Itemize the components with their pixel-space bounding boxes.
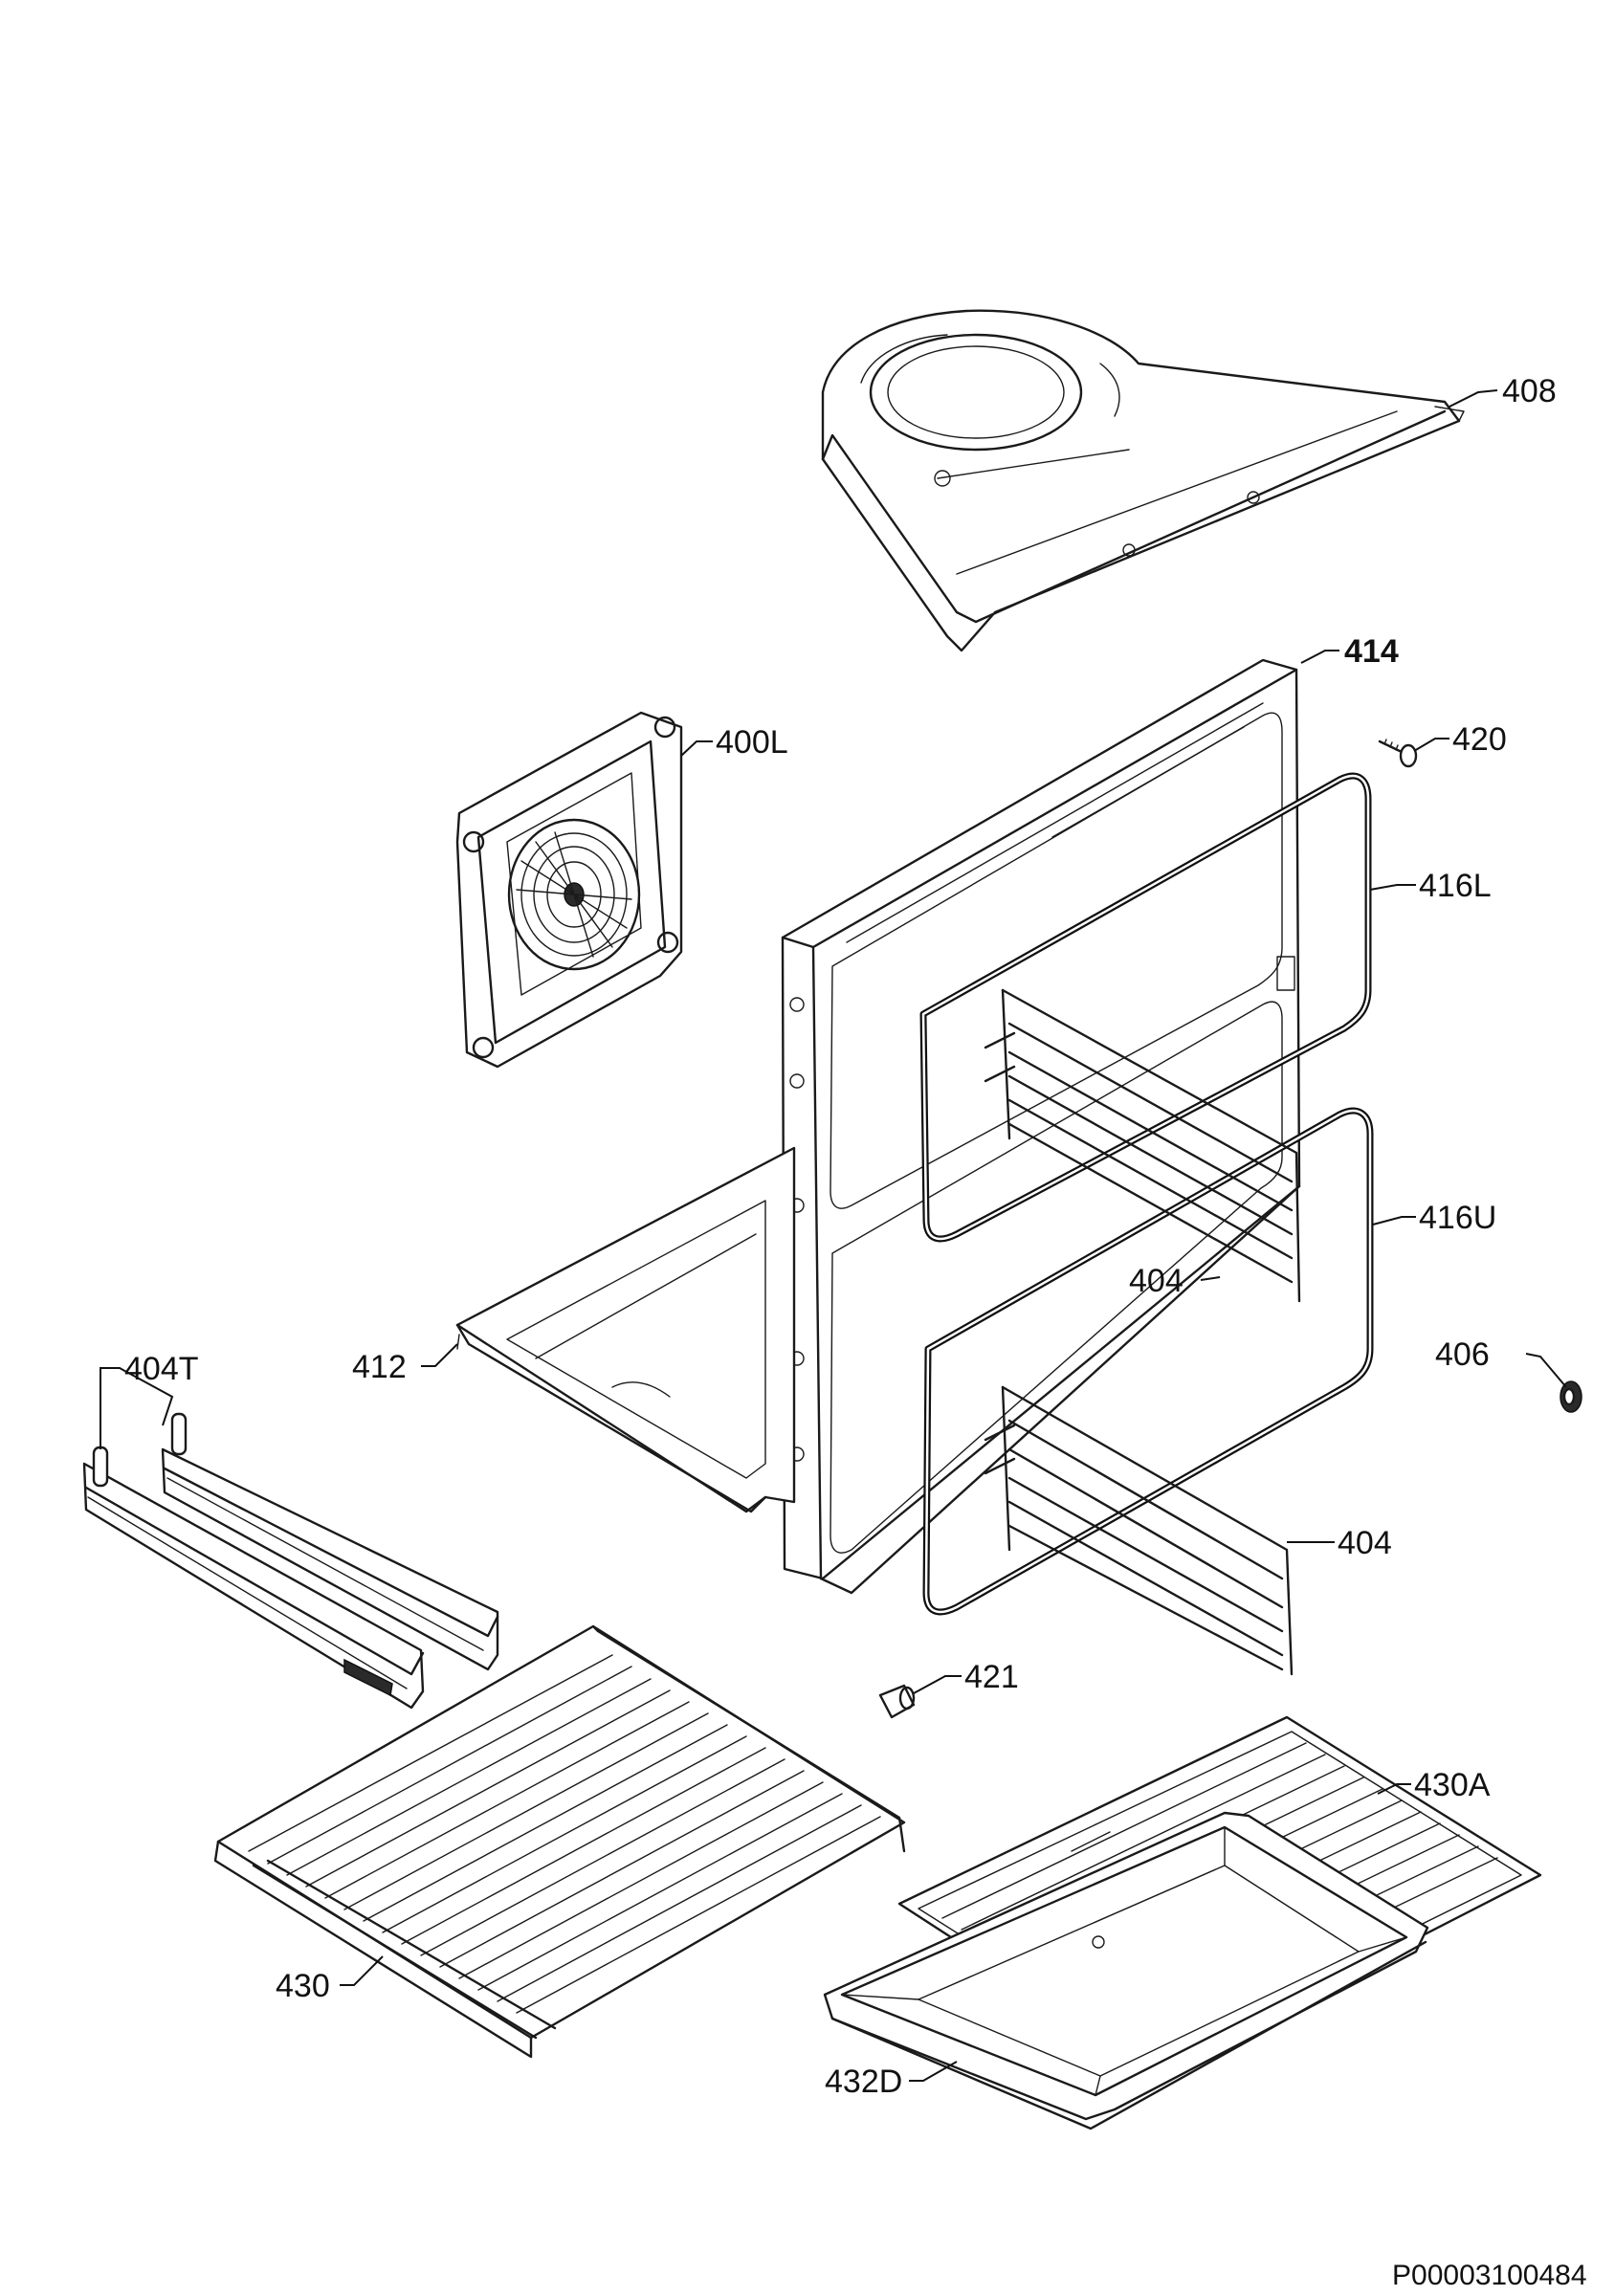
document-id: P00003100484 xyxy=(1392,2260,1587,2291)
part-406-lamp xyxy=(1560,1380,1582,1413)
part-404-upper-shelf-support xyxy=(984,988,1301,1303)
callout-416U: 416U xyxy=(1419,1200,1496,1236)
part-404-lower-shelf-support xyxy=(984,1385,1294,1676)
callout-408: 408 xyxy=(1502,373,1557,409)
part-400L-fan-assembly xyxy=(455,711,683,1069)
part-421-lamp-holder xyxy=(878,1684,916,1719)
callout-430A: 430A xyxy=(1414,1767,1491,1803)
part-416U-seal-lower xyxy=(922,1107,1374,1616)
callout-416L: 416L xyxy=(1419,868,1492,904)
callout-414: 414 xyxy=(1344,633,1399,670)
callout-404-upper: 404 xyxy=(1129,1263,1184,1299)
callout-412: 412 xyxy=(352,1349,407,1385)
part-412-bottom-plate xyxy=(455,1146,796,1513)
callout-404-lower: 404 xyxy=(1338,1525,1392,1561)
callout-labels: 408 414 420 400L 416L 416U 404 406 412 4… xyxy=(124,373,1557,2100)
callout-406: 406 xyxy=(1435,1336,1490,1373)
callout-400L: 400L xyxy=(716,724,788,761)
callout-430: 430 xyxy=(276,1968,330,2004)
part-432D-baking-tray xyxy=(823,1811,1429,2130)
part-414-cavity-frame xyxy=(781,658,1301,1595)
leader-lines xyxy=(100,389,1567,2082)
part-420-screw xyxy=(1378,739,1418,768)
part-416L-seal-upper xyxy=(919,772,1372,1243)
callout-420: 420 xyxy=(1452,721,1507,758)
callout-421: 421 xyxy=(964,1659,1019,1695)
part-408-fan-cover xyxy=(821,309,1465,652)
part-430-wire-rack xyxy=(213,1624,906,2059)
callout-404T: 404T xyxy=(124,1351,199,1387)
callout-432D: 432D xyxy=(825,2064,902,2100)
part-404T-telescopic-runners xyxy=(82,1412,499,1710)
